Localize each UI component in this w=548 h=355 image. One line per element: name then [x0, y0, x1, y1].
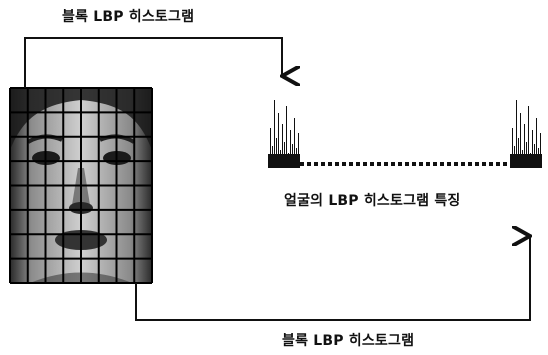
- histogram-bar: [284, 142, 285, 168]
- top-connector-arrow: [24, 37, 282, 88]
- histogram-bar: [532, 130, 533, 168]
- histogram-bar: [276, 138, 277, 168]
- left-block-histogram: [268, 100, 300, 168]
- histogram-bar: [288, 153, 289, 168]
- bottom-block-histogram-label: 블록 LBP 히스토그램: [282, 333, 415, 349]
- histogram-bar: [520, 113, 521, 168]
- histogram-bar: [294, 118, 295, 168]
- histogram-bar: [268, 156, 269, 168]
- histogram-bar: [526, 142, 527, 168]
- face-lbp-feature-label: 얼굴의 LBP 히스토그램 특징: [284, 193, 461, 209]
- histogram-bar: [280, 150, 281, 168]
- histogram-bar: [524, 124, 525, 168]
- histogram-bar: [530, 153, 531, 168]
- histogram-bar: [516, 100, 517, 168]
- histogram-bar: [278, 113, 279, 168]
- histogram-bar: [514, 146, 515, 168]
- histogram-bar: [292, 144, 293, 168]
- histogram-bar: [286, 106, 287, 168]
- histogram-bar: [282, 124, 283, 168]
- histogram-bar: [536, 118, 537, 168]
- histogram-bar: [518, 138, 519, 168]
- histogram-bar: [538, 148, 539, 168]
- histogram-bar: [274, 100, 275, 168]
- histogram-bar: [528, 106, 529, 168]
- histogram-bar: [290, 130, 291, 168]
- histogram-bar: [272, 146, 273, 168]
- bottom-connector-arrow: [135, 236, 530, 321]
- histogram-bar: [540, 133, 541, 168]
- histogram-bar: [534, 144, 535, 168]
- histogram-bar: [270, 128, 271, 168]
- face-grid: [9, 87, 153, 284]
- right-block-histogram: [510, 100, 542, 168]
- histogram-bar: [298, 133, 299, 168]
- histogram-bar: [296, 148, 297, 168]
- top-block-histogram-label: 블록 LBP 히스토그램: [62, 9, 195, 25]
- histogram-bar: [512, 128, 513, 168]
- histogram-bar: [522, 150, 523, 168]
